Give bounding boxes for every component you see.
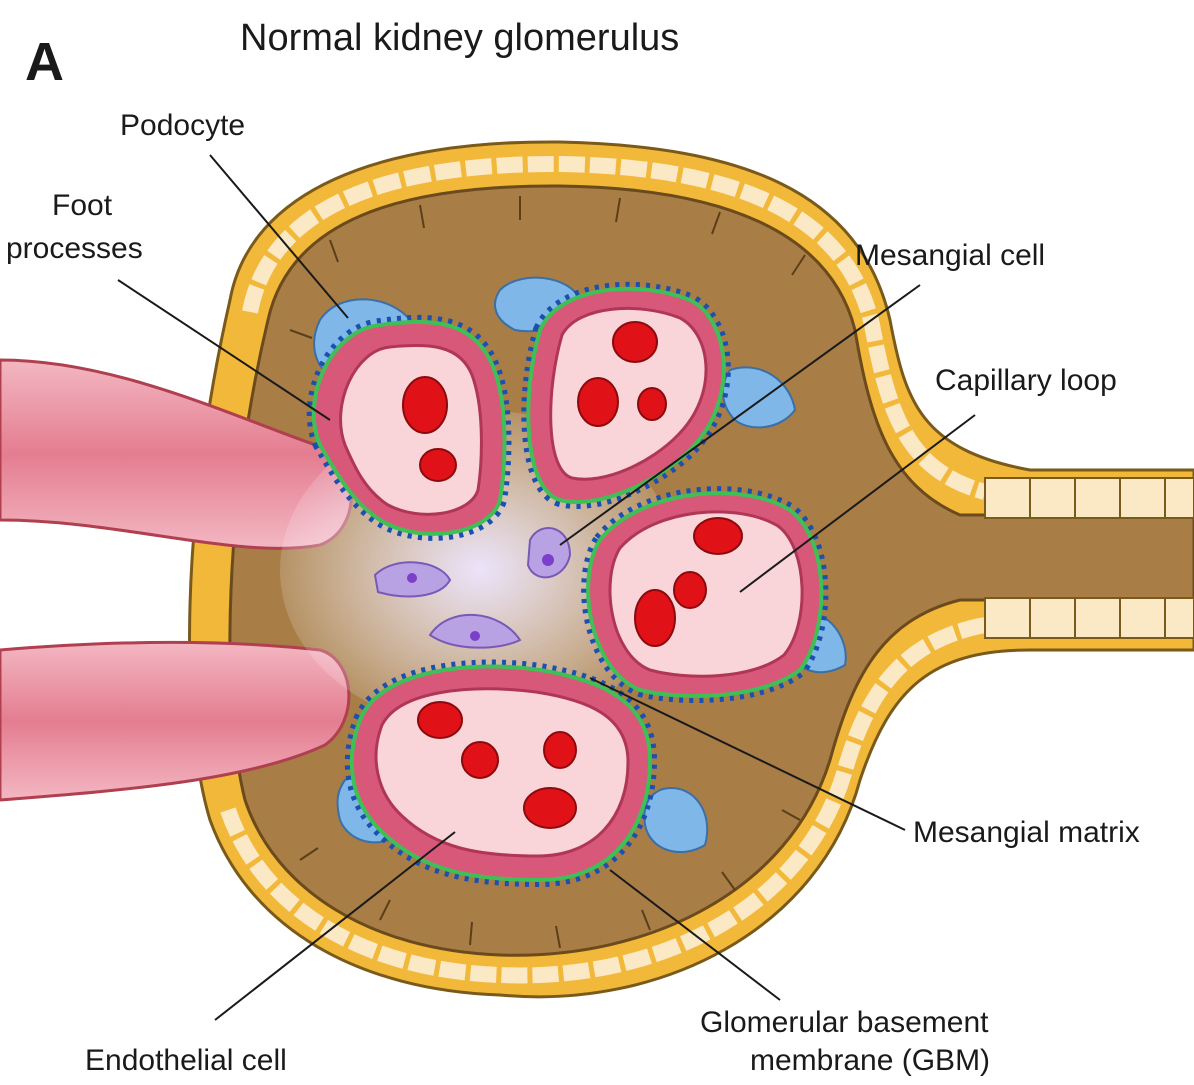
label-capillary-loop: Capillary loop bbox=[935, 364, 1117, 397]
label-mesangial-matrix: Mesangial matrix bbox=[913, 816, 1140, 849]
red-blood-cell bbox=[544, 732, 576, 768]
red-blood-cell bbox=[613, 322, 657, 362]
mesangial-nucleus bbox=[542, 554, 554, 566]
label-podocyte: Podocyte bbox=[120, 109, 245, 142]
mesangial-nucleus bbox=[407, 573, 417, 583]
label-foot-processes-line1: Foot bbox=[52, 189, 113, 222]
label-foot-processes-line2: processes bbox=[6, 232, 143, 265]
mesangial-nucleus bbox=[470, 631, 480, 641]
label-gbm-line1: Glomerular basement bbox=[700, 1006, 989, 1039]
red-blood-cell bbox=[578, 378, 618, 426]
red-blood-cell bbox=[462, 742, 498, 778]
red-blood-cell bbox=[635, 590, 675, 646]
panel-letter: A bbox=[25, 32, 64, 92]
capillary-loop-3 bbox=[588, 493, 821, 696]
red-blood-cell bbox=[420, 449, 456, 481]
red-blood-cell bbox=[403, 377, 447, 433]
diagram-title: Normal kidney glomerulus bbox=[240, 17, 679, 59]
red-blood-cell bbox=[418, 702, 462, 738]
label-endothelial-cell: Endothelial cell bbox=[85, 1044, 287, 1077]
label-gbm-line2: membrane (GBM) bbox=[750, 1044, 990, 1077]
red-blood-cell bbox=[524, 788, 576, 828]
label-mesangial-cell: Mesangial cell bbox=[855, 239, 1045, 272]
red-blood-cell bbox=[694, 518, 742, 554]
red-blood-cell bbox=[638, 388, 666, 420]
red-blood-cell bbox=[674, 572, 706, 608]
